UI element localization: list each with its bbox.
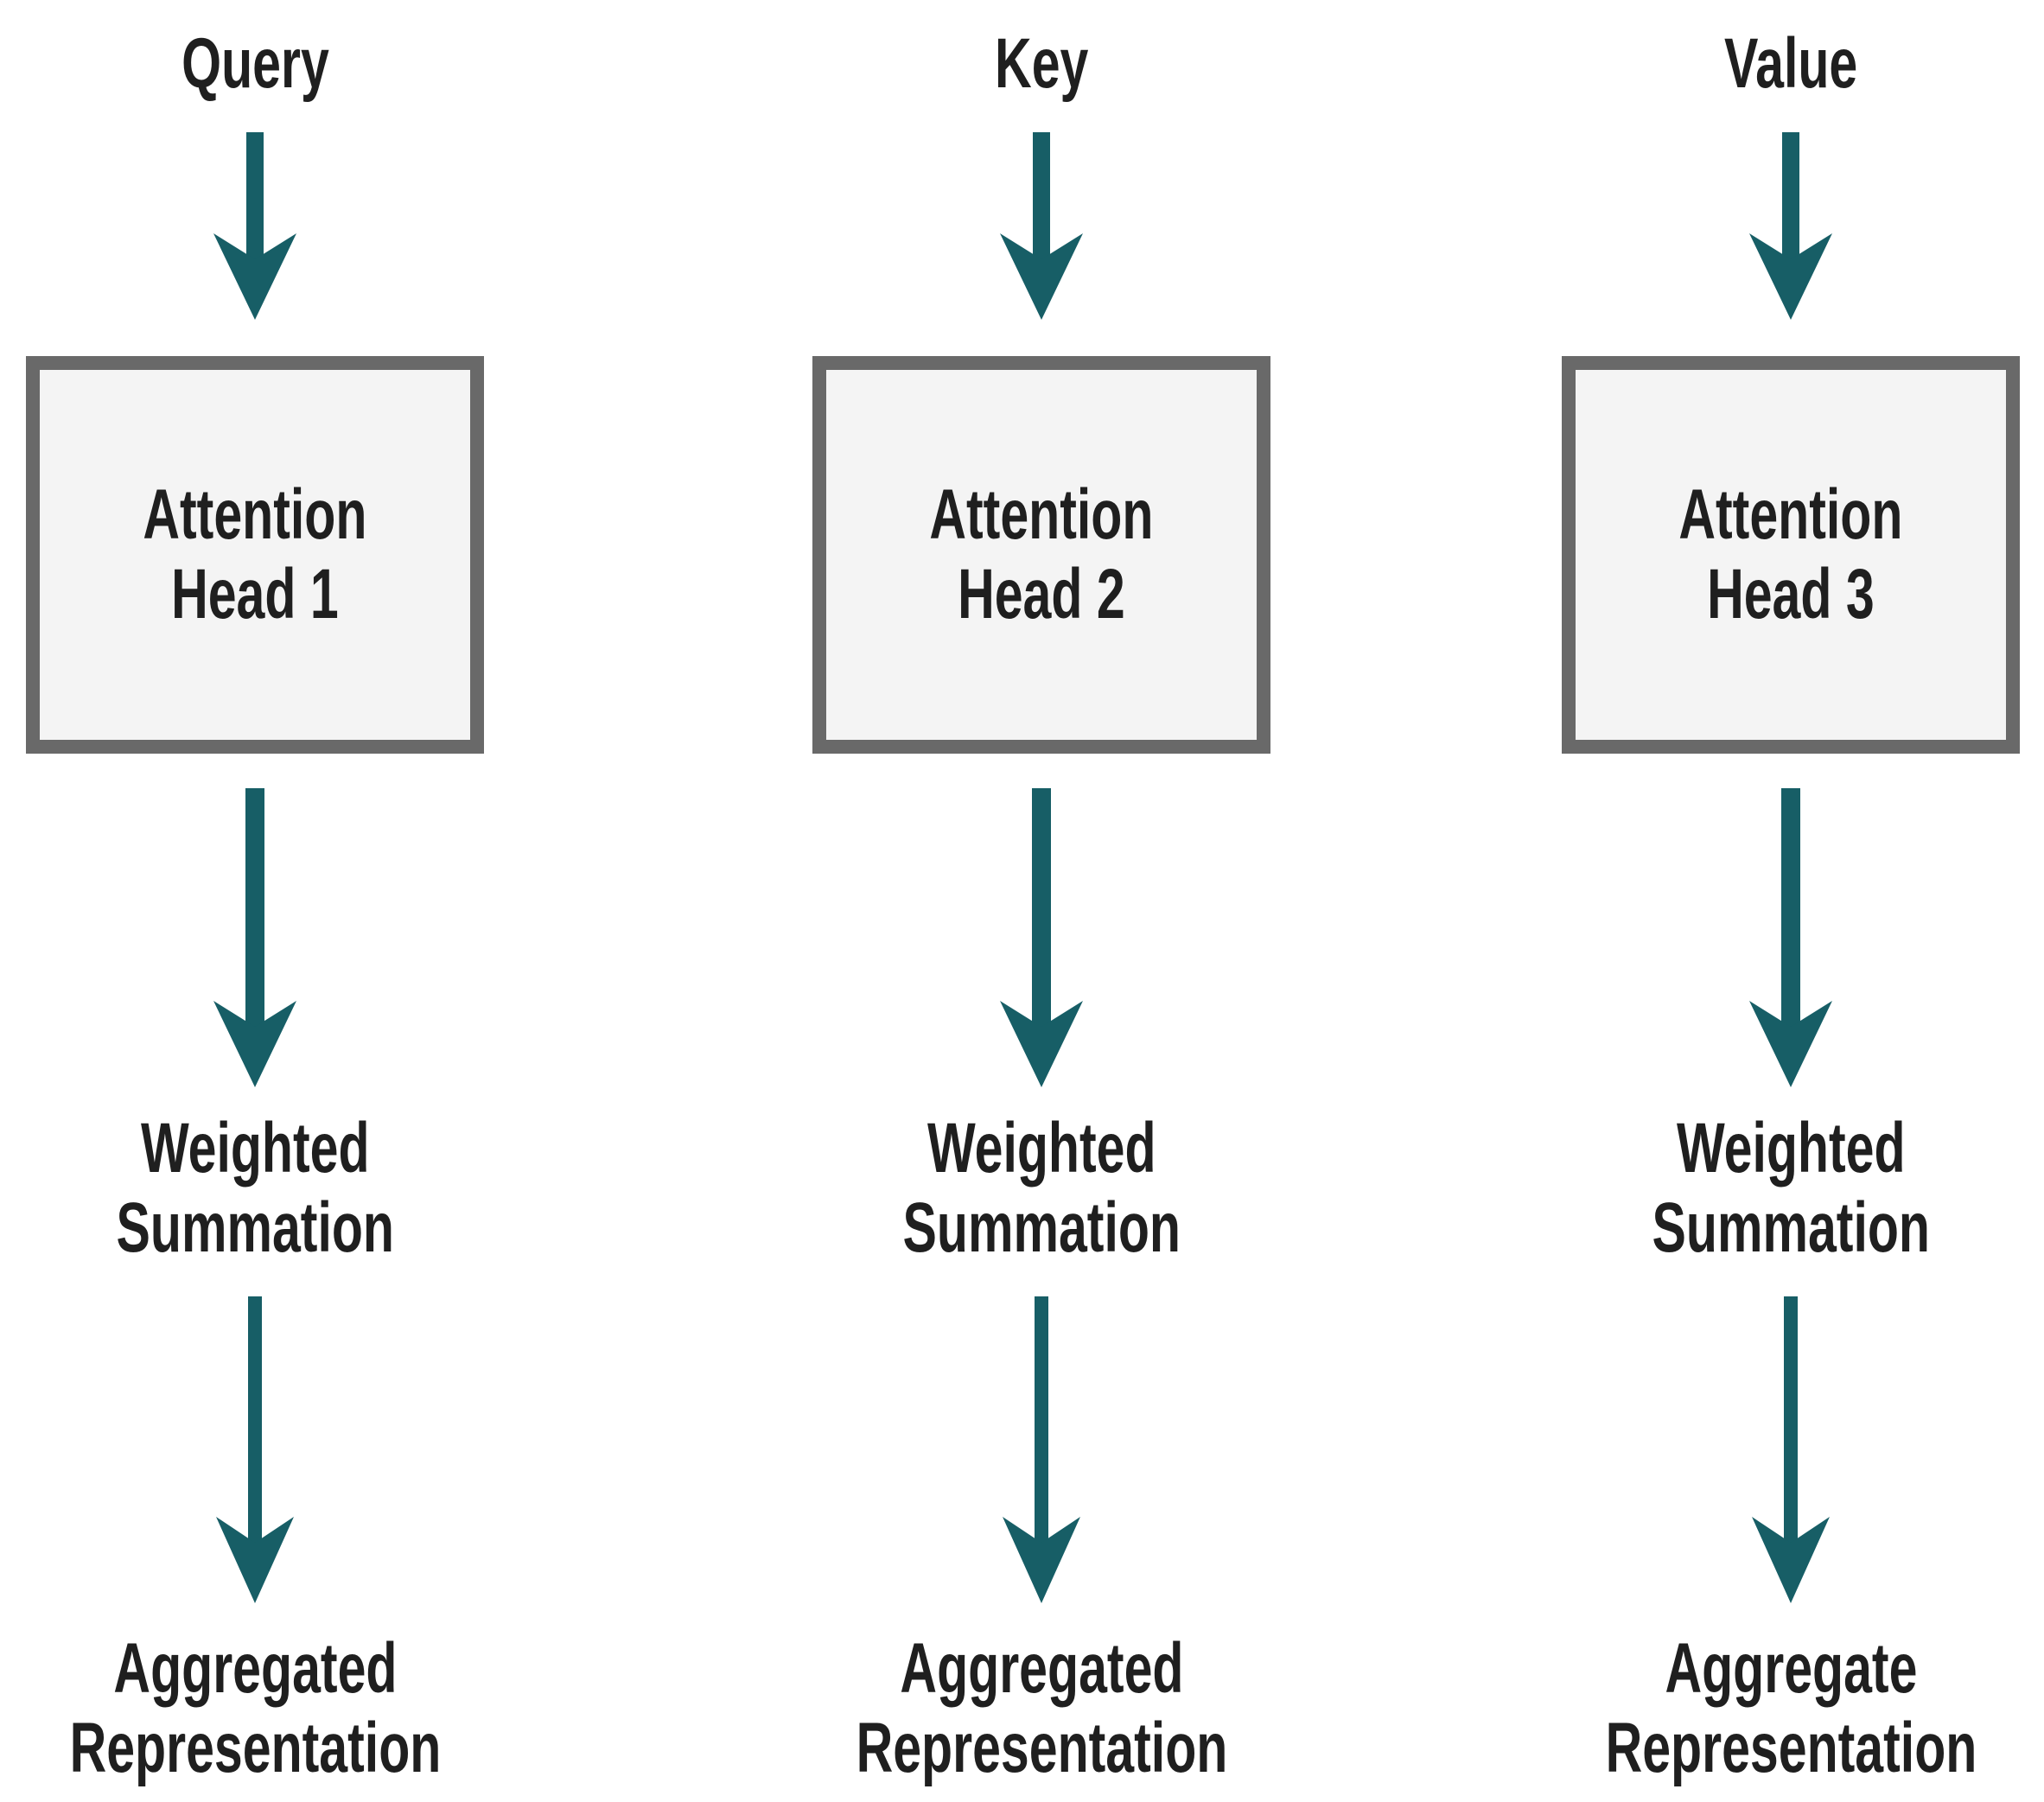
down-arrow-icon: [213, 788, 296, 1087]
attention-head-label: Attention Head 2: [929, 475, 1154, 634]
down-arrow-icon: [213, 132, 296, 320]
attention-head-label: Attention Head 1: [143, 475, 367, 634]
down-arrow-icon: [1000, 788, 1083, 1087]
attention-head-box: Attention Head 1: [26, 356, 484, 754]
down-arrow-icon: [1000, 132, 1083, 320]
weighted-summation-label: Weighted Summation: [1652, 1109, 1930, 1267]
down-arrow-icon: [216, 1296, 294, 1603]
attention-head-box: Attention Head 2: [812, 356, 1270, 754]
down-arrow-icon: [1752, 1296, 1830, 1603]
attention-head-label: Attention Head 3: [1678, 475, 1903, 634]
input-label: Value: [1723, 24, 1858, 103]
column-key: Key Attention Head 2 Weighted Summation …: [808, 0, 1275, 1788]
weighted-summation-label: Weighted Summation: [902, 1109, 1181, 1267]
down-arrow-icon: [1749, 788, 1832, 1087]
input-label: Key: [994, 24, 1089, 103]
output-label: Aggregated Representation: [69, 1629, 441, 1787]
weighted-summation-label: Weighted Summation: [116, 1109, 394, 1267]
output-label: Aggregated Representation: [856, 1629, 1227, 1787]
down-arrow-icon: [1003, 1296, 1080, 1603]
down-arrow-icon: [1749, 132, 1832, 320]
column-query: Query Attention Head 1 Weighted Summatio…: [22, 0, 488, 1788]
input-label: Query: [181, 24, 329, 103]
attention-head-box: Attention Head 3: [1562, 356, 2020, 754]
output-label: Aggregate Representation: [1605, 1629, 1977, 1787]
column-value: Value Attention Head 3 Weighted Summatio…: [1557, 0, 2024, 1788]
